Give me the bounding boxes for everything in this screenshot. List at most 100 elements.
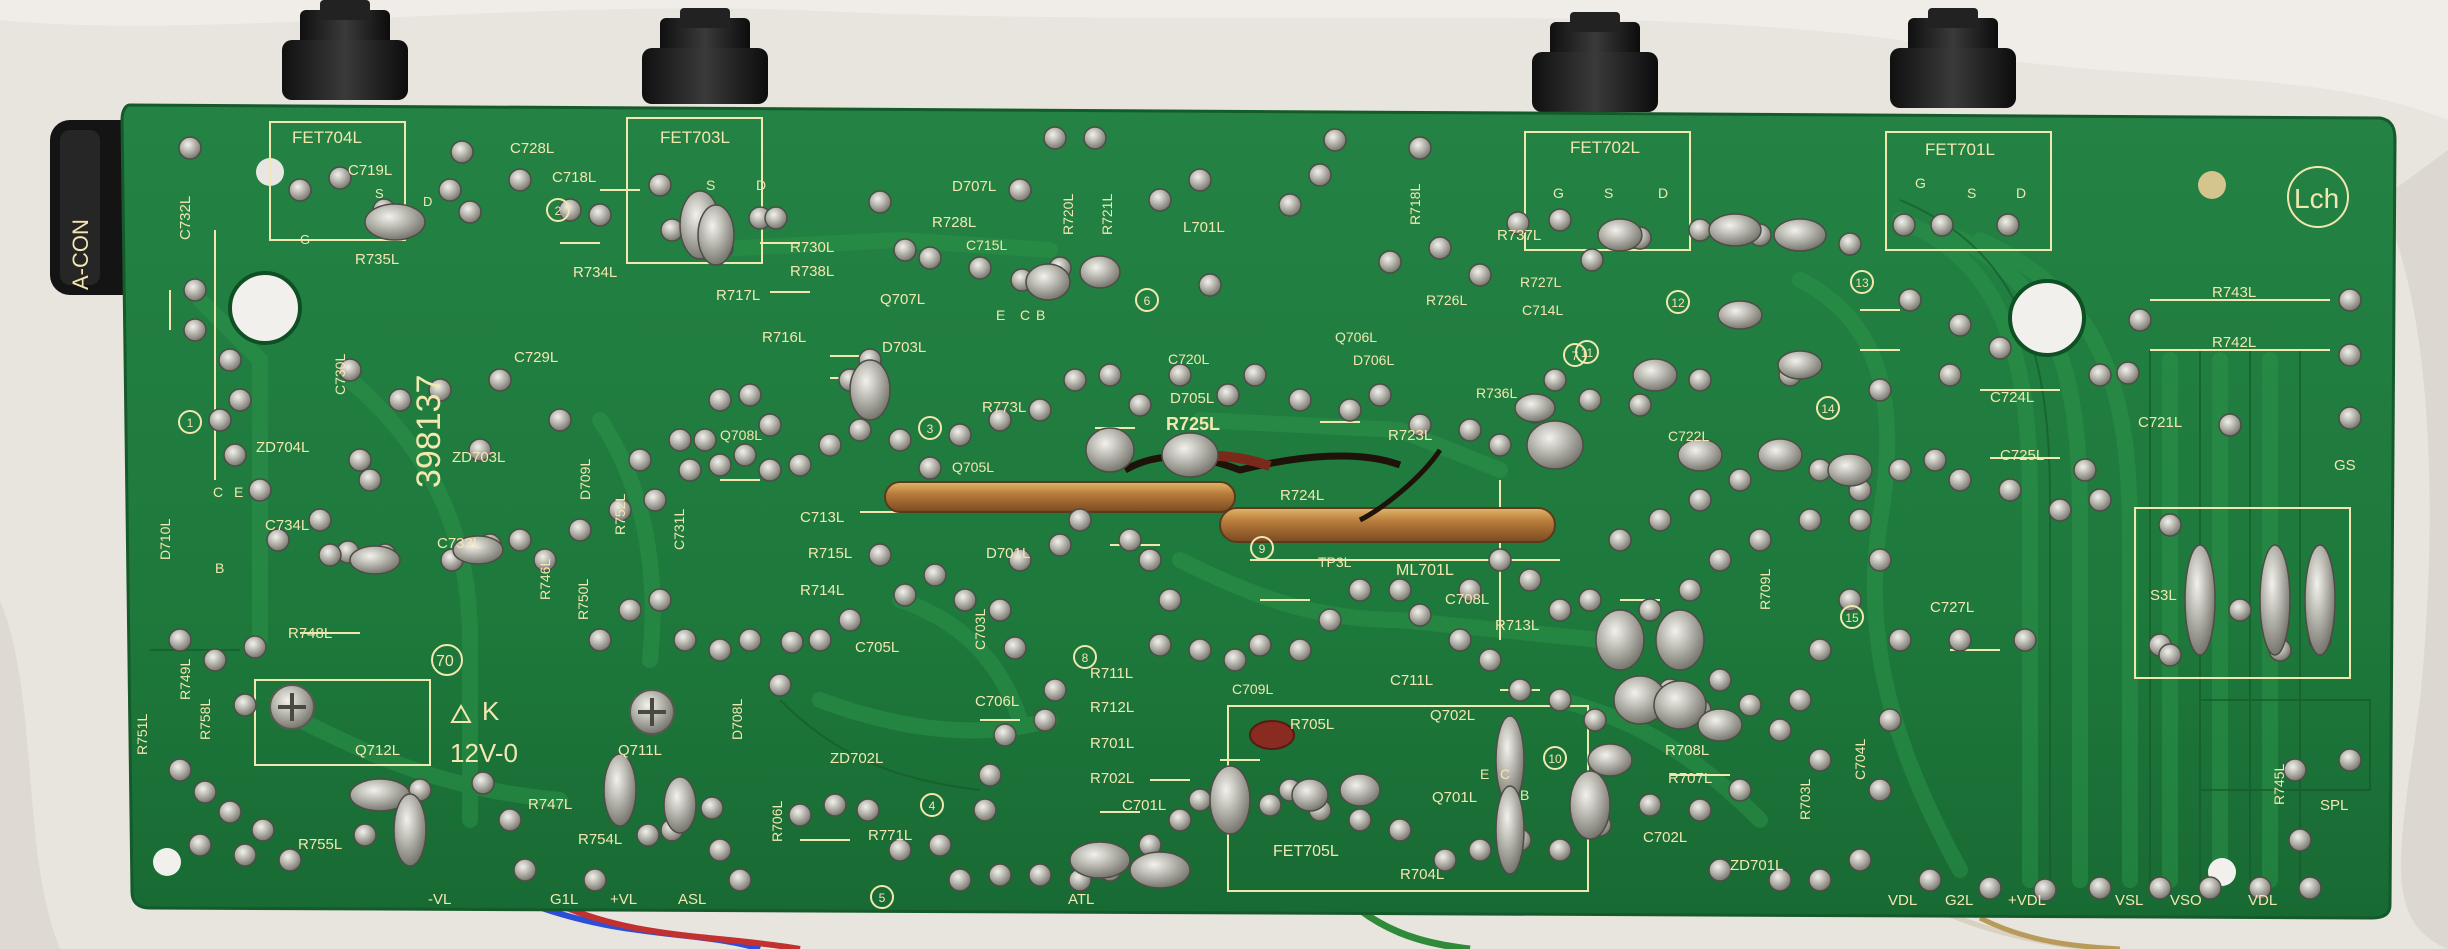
solder-blob (1697, 708, 1743, 742)
solder-joint (1168, 363, 1192, 387)
solder-joint (1148, 633, 1172, 657)
label-c729l: C729L (514, 349, 558, 366)
solder-joint (780, 630, 804, 654)
solder-joint (2338, 748, 2362, 772)
solder-joint (583, 868, 607, 892)
label-c721l: C721L (2138, 414, 2182, 431)
solder-joint (1428, 236, 1452, 260)
solder-joint (2338, 406, 2362, 430)
solder-joint (708, 838, 732, 862)
label-c724l: C724L (1990, 389, 2034, 406)
solder-joint (1033, 708, 1057, 732)
circled-number: 14 (1816, 396, 1840, 420)
solder-blob (697, 204, 735, 266)
circled-number-text: 6 (1144, 294, 1151, 308)
conn-asl: ASL (678, 891, 706, 908)
solder-joint (1348, 578, 1372, 602)
solder-joint (918, 246, 942, 270)
solder-joint (1118, 528, 1142, 552)
solder-joint (948, 868, 972, 892)
circled-number: 15 (1840, 605, 1864, 629)
solder-joint (1868, 548, 1892, 572)
solder-joint (1898, 288, 1922, 312)
solder-joint (2338, 288, 2362, 312)
circled-number: 4 (920, 793, 944, 817)
pin-label-b: B (215, 560, 224, 576)
label-r708l: R708L (1665, 742, 1709, 759)
solder-blob (1717, 300, 1763, 330)
solder-joint (1678, 578, 1702, 602)
solder-joint (758, 458, 782, 482)
label-c720l: C720L (1168, 351, 1209, 367)
circled-number: 1 (178, 410, 202, 434)
solder-joint (471, 771, 495, 795)
label-fet701l: FET701L (1925, 140, 1995, 159)
solder-joint (1388, 578, 1412, 602)
solder-joint (768, 673, 792, 697)
solder-joint (1580, 248, 1604, 272)
solder-joint (693, 428, 717, 452)
circled-number: 9 (1250, 536, 1274, 560)
solder-joint (1708, 668, 1732, 692)
label-r716l: R716L (762, 329, 806, 346)
label-r718l: R718L (1407, 184, 1423, 225)
solder-joint (1488, 548, 1512, 572)
solder-joint (1083, 126, 1107, 150)
solder-joint (953, 588, 977, 612)
solder-joint (1848, 508, 1872, 532)
pin-label-b: B (1036, 307, 1045, 323)
solder-joint (1628, 393, 1652, 417)
circled-number-text: 15 (1845, 611, 1859, 625)
solder-joint (508, 528, 532, 552)
label-r715l: R715L (808, 545, 852, 562)
screw (629, 689, 675, 735)
label-fet703l: FET703L (660, 128, 730, 147)
solder-joint (823, 793, 847, 817)
label-r755l: R755L (298, 836, 342, 853)
solder-joint (318, 543, 342, 567)
solder-joint (1948, 468, 1972, 492)
jumper-wire (884, 481, 1236, 513)
solder-blob (1129, 851, 1191, 889)
jack-label: A-CON (68, 219, 93, 290)
solder-joint (1223, 648, 1247, 672)
mounting-hole (153, 848, 181, 876)
pin-label-s: S (375, 186, 384, 201)
solder-joint (193, 780, 217, 804)
solder-joint (248, 478, 272, 502)
supply-marking: 12V-0 (450, 738, 518, 768)
solder-blob (349, 545, 401, 575)
solder-joint (1688, 368, 1712, 392)
solder-joint (458, 200, 482, 224)
label-c709l: C709L (1232, 681, 1273, 697)
solder-joint (1878, 708, 1902, 732)
label-d703l: D703L (882, 339, 926, 356)
solder-joint (1788, 688, 1812, 712)
solder-joint (2088, 363, 2112, 387)
potentiometer-knobs (282, 0, 2016, 112)
solder-joint (358, 468, 382, 492)
solder-joint (1548, 688, 1572, 712)
label-r712l: R712L (1090, 699, 1134, 716)
conn-vdl-1: VDL (1888, 892, 1917, 909)
solder-joint (2198, 876, 2222, 900)
solder-joint (1198, 273, 1222, 297)
solder-joint (2228, 598, 2252, 622)
solder-joint (988, 408, 1012, 432)
label-r736l: R736L (1476, 385, 1517, 401)
pin-label-e: E (996, 307, 1005, 323)
circled-number-text: 14 (1821, 402, 1835, 416)
label-q712l: Q712L (355, 742, 400, 759)
circled-number-text: 12 (1671, 296, 1685, 310)
label-r747l: R747L (528, 796, 572, 813)
pin-label-e: E (234, 484, 243, 500)
solder-joint (338, 358, 362, 382)
label-c725l: C725L (2000, 447, 2044, 464)
solder-joint (628, 448, 652, 472)
solder-joint (1008, 178, 1032, 202)
solder-blob (1827, 453, 1873, 487)
circled-number-text: 11 (1581, 346, 1594, 360)
label-c731l: C731L (671, 509, 687, 550)
pin-label-d: D (2016, 185, 2026, 201)
